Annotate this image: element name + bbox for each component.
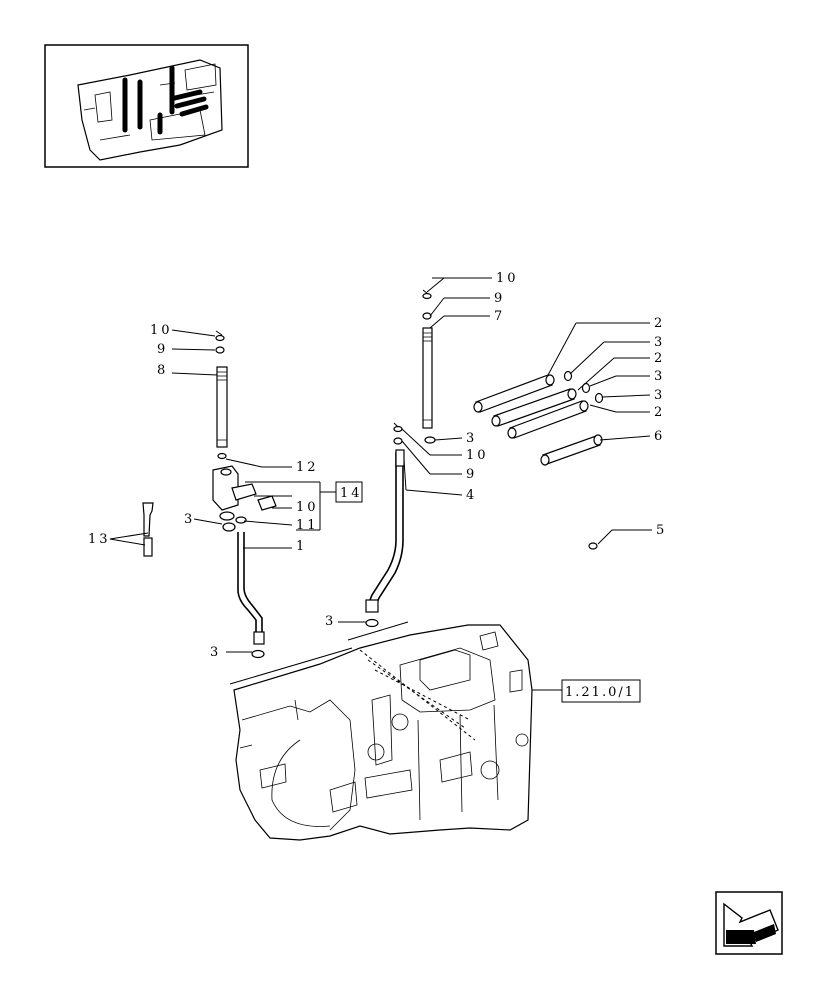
callout-9: 9 xyxy=(157,342,168,357)
callout-6: 6 xyxy=(654,429,665,444)
callout-labels: 10 9 8 12 10 11 1 3 13 3 3 10 9 7 3 10 9… xyxy=(88,271,667,660)
callout-10: 10 xyxy=(466,448,489,463)
callout-9: 9 xyxy=(466,467,477,482)
svg-text:14: 14 xyxy=(340,486,363,501)
callout-10: 10 xyxy=(150,323,173,338)
callout-9: 9 xyxy=(494,291,505,306)
reference-link[interactable]: 1.21.0/1 xyxy=(561,679,641,703)
callout-3: 3 xyxy=(325,614,336,629)
callout-2: 2 xyxy=(654,351,665,366)
callout-3: 3 xyxy=(654,388,665,403)
thumbnail-image[interactable] xyxy=(44,44,249,168)
back-arrow-icon[interactable] xyxy=(715,891,783,955)
callout-12: 12 xyxy=(296,460,319,475)
callout-11: 11 xyxy=(296,518,319,533)
callout-4: 4 xyxy=(466,488,477,503)
callout-13: 13 xyxy=(88,532,111,547)
callout-3: 3 xyxy=(466,431,477,446)
callout-10: 10 xyxy=(496,271,519,286)
callout-8: 8 xyxy=(157,363,168,378)
left-pipe-assembly xyxy=(142,330,277,659)
callout-3: 3 xyxy=(654,335,665,350)
callout-1: 1 xyxy=(296,539,307,554)
callout-10: 10 xyxy=(296,500,319,515)
right-loose-parts xyxy=(473,370,604,550)
callout-3: 3 xyxy=(210,645,221,660)
callout-5: 5 xyxy=(656,523,667,538)
callout-2: 2 xyxy=(654,405,665,420)
callout-2: 2 xyxy=(654,316,665,331)
callout-box-14[interactable]: 14 xyxy=(335,481,363,503)
callout-3: 3 xyxy=(184,512,195,527)
callout-7: 7 xyxy=(494,309,505,324)
transmission-housing xyxy=(229,621,533,841)
middle-pipe-assembly xyxy=(365,289,436,628)
svg-text:1.21.0/1: 1.21.0/1 xyxy=(565,685,635,700)
callout-3: 3 xyxy=(654,369,665,384)
